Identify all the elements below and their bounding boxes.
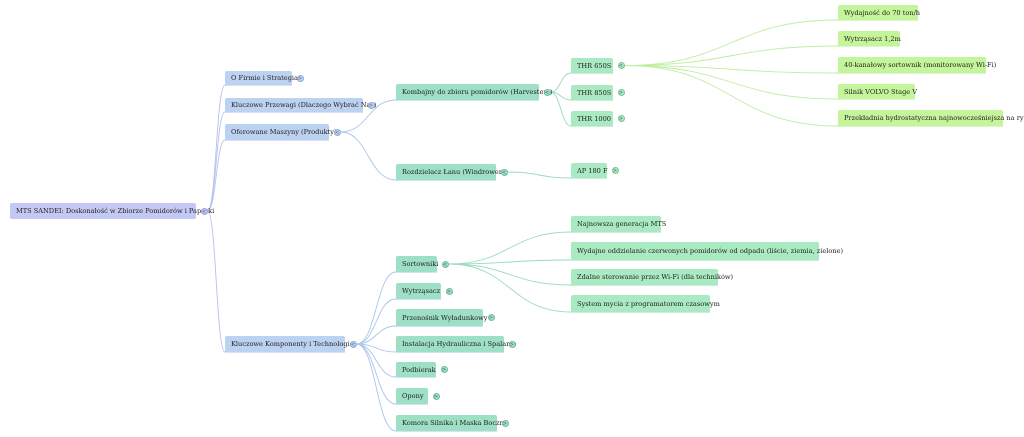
node-podbierak[interactable]: Podbierak xyxy=(396,362,436,377)
connector-line xyxy=(207,111,363,212)
node-40-kanalowy-sortownik-monitorowany-wi-fi[interactable]: 40-kanałowy sortownik (monitorowany Wi-F… xyxy=(838,57,996,73)
collapse-toggle-icon[interactable]: < xyxy=(441,260,449,268)
collapse-toggle-icon[interactable]: < xyxy=(349,340,357,348)
connector-line xyxy=(356,343,428,405)
connector-line xyxy=(207,139,329,212)
connector-line xyxy=(356,343,497,432)
collapse-toggle-icon[interactable]: < xyxy=(200,207,208,215)
connector-line xyxy=(340,131,496,181)
connector-line xyxy=(448,263,718,286)
root-node[interactable]: MTS SANDEI: Doskonałość w Zbiorze Pomido… xyxy=(10,203,214,219)
node-silnik-volvo-stage-v[interactable]: Silnik VOLVO Stage V xyxy=(838,84,917,99)
connector-line xyxy=(448,259,819,265)
node-oferowane-maszyny-produkty[interactable]: Oferowane Maszyny (Produkty) xyxy=(225,124,337,140)
connector-line xyxy=(550,72,613,93)
node-wydajne-oddzielanie-czerwonych-pomidorow[interactable]: Wydajne oddzielanie czerwonych pomidorów… xyxy=(571,242,843,260)
node-przenosnik-wyladunkowy[interactable]: Przenośnik Wyładunkowy xyxy=(396,309,488,326)
node-przekladnia-hydrostatyczna-najnowoczesni[interactable]: Przekładnia hydrostatyczna najnowocześni… xyxy=(838,110,1024,126)
connector-line xyxy=(448,231,661,265)
connector-line xyxy=(550,91,613,127)
connector-line xyxy=(448,263,710,313)
node-wydajnosc-do-70-ton-h[interactable]: Wydajność do 70 ton/h xyxy=(838,5,920,20)
expand-toggle-icon[interactable]: > xyxy=(440,366,448,373)
expand-toggle-icon[interactable]: > xyxy=(611,167,619,174)
node-thr-650s[interactable]: THR 650S xyxy=(571,58,613,73)
connector-line xyxy=(624,65,915,100)
node-wytrzasacz-1-2m[interactable]: Wytrząsacz 1,2m xyxy=(838,31,901,46)
collapse-toggle-icon[interactable]: < xyxy=(543,88,551,96)
expand-toggle-icon[interactable]: > xyxy=(501,419,509,427)
expand-toggle-icon[interactable]: > xyxy=(617,115,625,122)
node-instalacja-hydrauliczna-i-spalanie[interactable]: Instalacja Hydrauliczna i Spalanie xyxy=(396,336,516,352)
expand-toggle-icon[interactable]: > xyxy=(296,74,304,82)
connector-line xyxy=(550,91,613,101)
node-sortowniki[interactable]: Sortowniki xyxy=(396,256,438,272)
node-thr-850s[interactable]: THR 850S xyxy=(571,85,613,100)
connector-line xyxy=(207,210,345,353)
connector-line xyxy=(507,171,607,179)
expand-toggle-icon[interactable]: > xyxy=(617,89,625,96)
node-system-mycia-z-programatorem-czasowym[interactable]: System mycia z programatorem czasowym xyxy=(571,295,720,312)
expand-toggle-icon[interactable]: > xyxy=(508,340,516,348)
node-komora-silnika-i-maska-boczna[interactable]: Komora Silnika i Maska Boczna xyxy=(396,415,508,431)
node-zdalne-sterowanie-przez-wi-fi-dla-techni[interactable]: Zdalne sterowanie przez Wi-Fi (dla techn… xyxy=(571,269,733,285)
expand-toggle-icon[interactable]: > xyxy=(432,392,440,400)
node-thr-1000[interactable]: THR 1000 xyxy=(571,111,613,126)
connector-line xyxy=(356,343,436,378)
connector-line xyxy=(207,84,292,212)
node-kluczowe-komponenty-i-technologie[interactable]: Kluczowe Komponenty i Technologie xyxy=(225,336,354,352)
node-kombajny-do-zbioru-pomidorow-harvesters[interactable]: Kombajny do zbioru pomidorów (Harvesters… xyxy=(396,84,552,100)
connector-line xyxy=(356,343,504,353)
node-wytrzasacz[interactable]: Wytrząsacz xyxy=(396,283,441,299)
node-najnowsza-generacja-mts[interactable]: Najnowsza generacja MTS xyxy=(571,216,666,232)
node-ap-180-f[interactable]: AP 180 F xyxy=(571,163,608,178)
node-kluczowe-przewagi-dlaczego-wybrac-nas[interactable]: Kluczowe Przewagi (Dlaczego Wybrać Nas) xyxy=(225,98,376,112)
connector-line xyxy=(340,99,539,133)
node-opony[interactable]: Opony xyxy=(396,388,428,404)
collapse-toggle-icon[interactable]: < xyxy=(617,62,625,69)
connector-line xyxy=(356,325,483,345)
collapse-toggle-icon[interactable]: < xyxy=(333,128,341,136)
connector-line xyxy=(624,65,1003,127)
connector-line xyxy=(356,298,441,345)
node-o-firmie-i-strategia[interactable]: O Firmie i Strategia xyxy=(225,71,298,85)
connector-line xyxy=(624,19,918,66)
expand-toggle-icon[interactable]: > xyxy=(487,314,495,321)
connector-line xyxy=(624,45,900,66)
expand-toggle-icon[interactable]: > xyxy=(445,287,453,295)
node-rozdzielacz-lanu-windrower[interactable]: Rozdzielacz Łanu (Windrower) xyxy=(396,164,505,180)
expand-toggle-icon[interactable]: > xyxy=(367,101,375,109)
connector-line xyxy=(356,271,437,345)
connector-line xyxy=(624,65,986,74)
collapse-toggle-icon[interactable]: < xyxy=(500,168,508,176)
